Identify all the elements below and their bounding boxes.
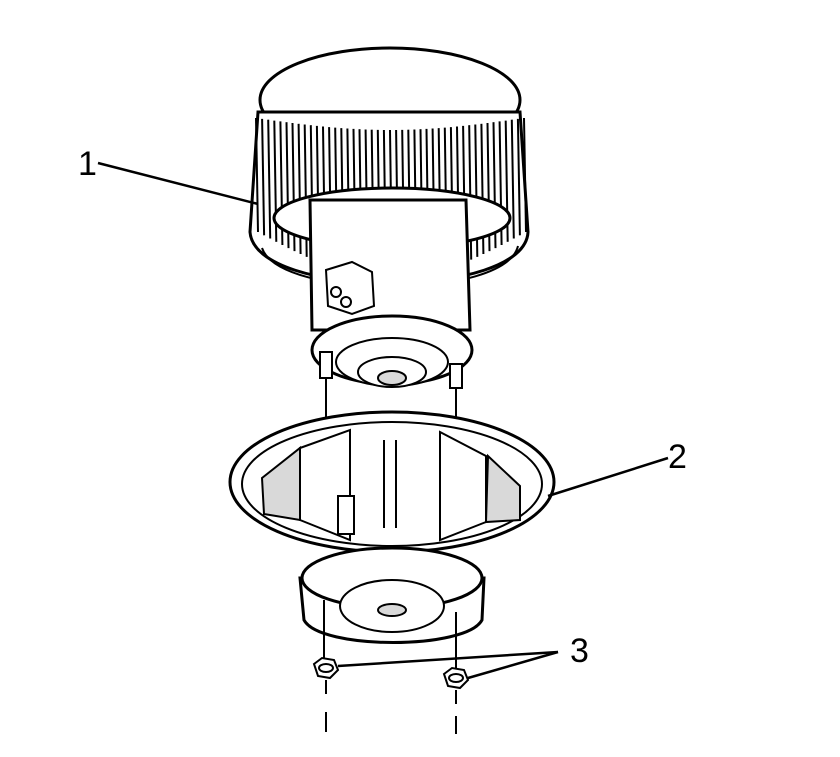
fan-fin [516,118,521,236]
leader-line-3b [467,650,559,680]
connector-terminal [340,296,352,308]
leader-line-1 [97,161,259,206]
fan-fin [255,117,259,233]
blower-motor [248,46,530,450]
nut-left [312,656,340,732]
leader-line-3a [337,650,559,668]
leader-line-2 [547,456,669,498]
connector-terminal [330,286,342,298]
mounting-stud [449,363,463,389]
callout-1: 1 [78,145,97,183]
blower-housing [228,410,556,668]
callout-2: 2 [668,438,687,476]
callout-3: 3 [570,632,589,670]
fan-fin [267,119,272,239]
housing-slot [337,495,355,535]
fan-fin [523,117,527,233]
fan-fin [510,119,515,239]
fan-fin [261,118,266,236]
mounting-stud [319,351,333,379]
mounting-nuts [312,656,470,734]
nut-right [442,666,470,734]
